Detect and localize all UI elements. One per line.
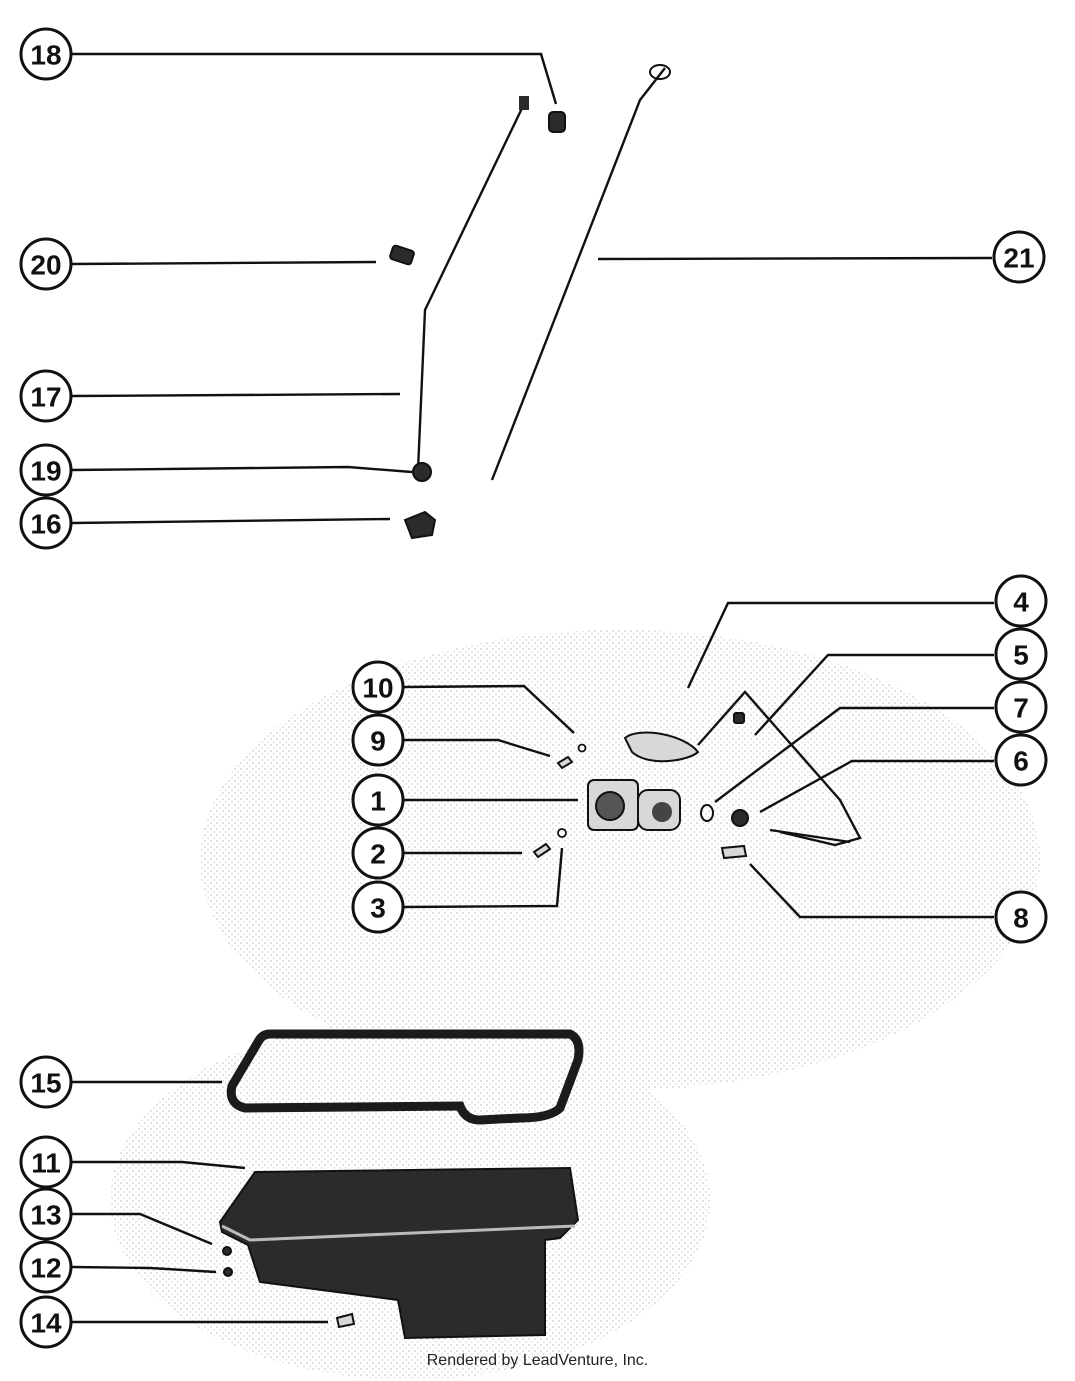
svg-text:8: 8 xyxy=(1013,903,1029,934)
part-19-nut xyxy=(412,462,432,482)
part-16-elbow xyxy=(403,510,437,540)
part-18-sleeve xyxy=(548,111,566,133)
oil-pan-rim xyxy=(221,1224,576,1242)
svg-text:17: 17 xyxy=(30,382,61,413)
callout-9: 9 xyxy=(351,713,405,767)
callout-15: 15 xyxy=(19,1055,73,1109)
svg-text:14: 14 xyxy=(30,1308,62,1339)
callout-2: 2 xyxy=(351,826,405,880)
callout-21: 21 xyxy=(992,230,1046,284)
svg-text:12: 12 xyxy=(30,1253,61,1284)
callout-20: 20 xyxy=(19,237,73,291)
oil-pan-gasket xyxy=(226,1029,584,1125)
part-2-bolt xyxy=(532,842,552,859)
svg-text:19: 19 xyxy=(30,456,61,487)
callout-12: 12 xyxy=(19,1240,73,1294)
part-14-screw xyxy=(335,1312,356,1329)
part-10-washer xyxy=(577,743,587,753)
pickup-screen xyxy=(623,690,862,847)
callout-4: 4 xyxy=(994,574,1048,628)
callout-10: 10 xyxy=(351,660,405,714)
dipstick xyxy=(490,64,671,481)
callout-17: 17 xyxy=(19,369,73,423)
svg-text:10: 10 xyxy=(362,673,393,704)
callout-13: 13 xyxy=(19,1187,73,1241)
part-12-drain-plug xyxy=(223,1267,233,1277)
callout-5: 5 xyxy=(994,627,1048,681)
callout-6: 6 xyxy=(994,733,1048,787)
svg-text:15: 15 xyxy=(30,1068,61,1099)
svg-text:6: 6 xyxy=(1013,746,1029,777)
callout-7: 7 xyxy=(994,680,1048,734)
stipple-shading xyxy=(110,630,1040,1380)
callout-3: 3 xyxy=(351,880,405,934)
part-13-washer xyxy=(222,1246,232,1256)
svg-text:20: 20 xyxy=(30,250,61,281)
part-5-nut xyxy=(733,712,745,724)
callout-14: 14 xyxy=(19,1295,73,1349)
part-9-bolt xyxy=(556,755,574,770)
callout-16: 16 xyxy=(19,496,73,550)
callout-18: 18 xyxy=(19,27,73,81)
part-7-gasket xyxy=(700,804,714,822)
svg-text:5: 5 xyxy=(1013,640,1029,671)
part-20-clip xyxy=(389,244,415,266)
callout-11: 11 xyxy=(19,1135,73,1189)
svg-text:16: 16 xyxy=(30,509,61,540)
svg-text:21: 21 xyxy=(1003,243,1034,274)
leader-lines xyxy=(71,52,994,1324)
svg-text:13: 13 xyxy=(30,1200,61,1231)
callout-8: 8 xyxy=(994,890,1048,944)
credit-text: Rendered by LeadVenture, Inc. xyxy=(426,1352,649,1369)
svg-text:3: 3 xyxy=(370,893,386,924)
callout-19: 19 xyxy=(19,443,73,497)
svg-text:2: 2 xyxy=(370,839,386,870)
oil-pan xyxy=(218,1166,580,1340)
svg-text:18: 18 xyxy=(30,40,61,71)
svg-text:11: 11 xyxy=(31,1148,61,1179)
part-3-washer xyxy=(557,828,567,838)
part-6-washer xyxy=(731,809,749,827)
oil-pump-body xyxy=(587,779,681,831)
svg-text:9: 9 xyxy=(370,726,386,757)
part-8-bolt xyxy=(720,844,748,860)
svg-text:4: 4 xyxy=(1013,587,1029,618)
svg-text:7: 7 xyxy=(1013,693,1029,724)
dipstick-tube xyxy=(416,96,529,471)
callout-1: 1 xyxy=(351,773,405,827)
svg-text:1: 1 xyxy=(370,786,386,817)
